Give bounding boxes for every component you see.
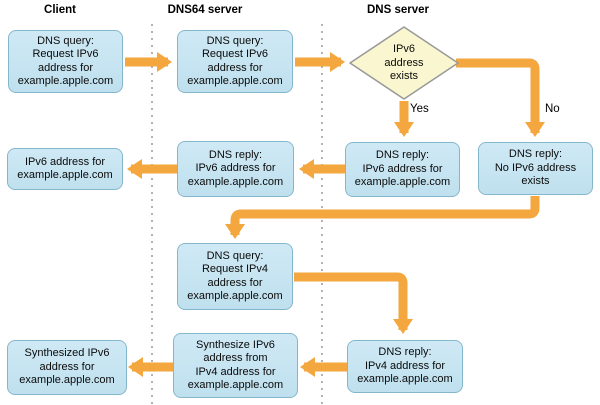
node-client-synthesized-ipv6: Synthesized IPv6 address for example.app… — [7, 340, 127, 395]
node-dns-dns-reply-ipv4: DNS reply: IPv4 address for example.appl… — [347, 340, 463, 393]
node-text: DNS query: Request IPv6 address for exam… — [187, 34, 283, 88]
arrow-no-v6-to-query-v4 — [225, 196, 540, 239]
column-header-client: Client — [44, 4, 76, 16]
column-header-dns64-server: DNS64 server — [167, 4, 243, 16]
arrow-query-v4-to-dns — [294, 272, 413, 334]
column-header-dns-server: DNS server — [366, 4, 429, 16]
node-text: DNS reply: IPv6 address for example.appl… — [354, 149, 451, 189]
node-text: Synthesized IPv6 address for example.app… — [19, 347, 115, 387]
node-text: DNS query: Request IPv6 address for exam… — [17, 34, 114, 88]
node-text: DNS reply: No IPv6 address exists — [494, 148, 577, 188]
edge-label-yes: Yes — [410, 103, 429, 115]
edge-label-no: No — [545, 103, 560, 115]
node-client-ipv6-address-result: IPv6 address for example.apple.com — [7, 148, 123, 190]
node-text: DNS reply: IPv6 address for example.appl… — [187, 148, 284, 188]
node-text: DNS reply: IPv4 address for example.appl… — [357, 346, 453, 386]
node-dns-dns-reply-no-ipv6: DNS reply: No IPv6 address exists — [478, 142, 593, 195]
arrow-decision-no — [456, 58, 545, 137]
node-dns64-dns-query-ipv6: DNS query: Request IPv6 address for exam… — [177, 30, 293, 93]
node-text: Synthesize IPv6 address from IPv4 addres… — [187, 338, 284, 392]
node-dns64-dns-query-ipv4: DNS query: Request IPv4 address for exam… — [177, 243, 293, 310]
decision-diamond — [349, 26, 459, 100]
node-client-dns-query-ipv6: DNS query: Request IPv6 address for exam… — [8, 30, 123, 93]
node-dns64-synthesize-ipv6: Synthesize IPv6 address from IPv4 addres… — [173, 333, 298, 398]
node-dns64-dns-reply-ipv6: DNS reply: IPv6 address for example.appl… — [177, 141, 294, 197]
node-text: IPv6 address for example.apple.com — [17, 155, 113, 182]
decision-diamond-text: IPv6 address exists — [384, 43, 424, 82]
node-text: DNS query: Request IPv4 address for exam… — [187, 249, 283, 303]
node-dns-dns-reply-ipv6: DNS reply: IPv6 address for example.appl… — [345, 142, 460, 197]
